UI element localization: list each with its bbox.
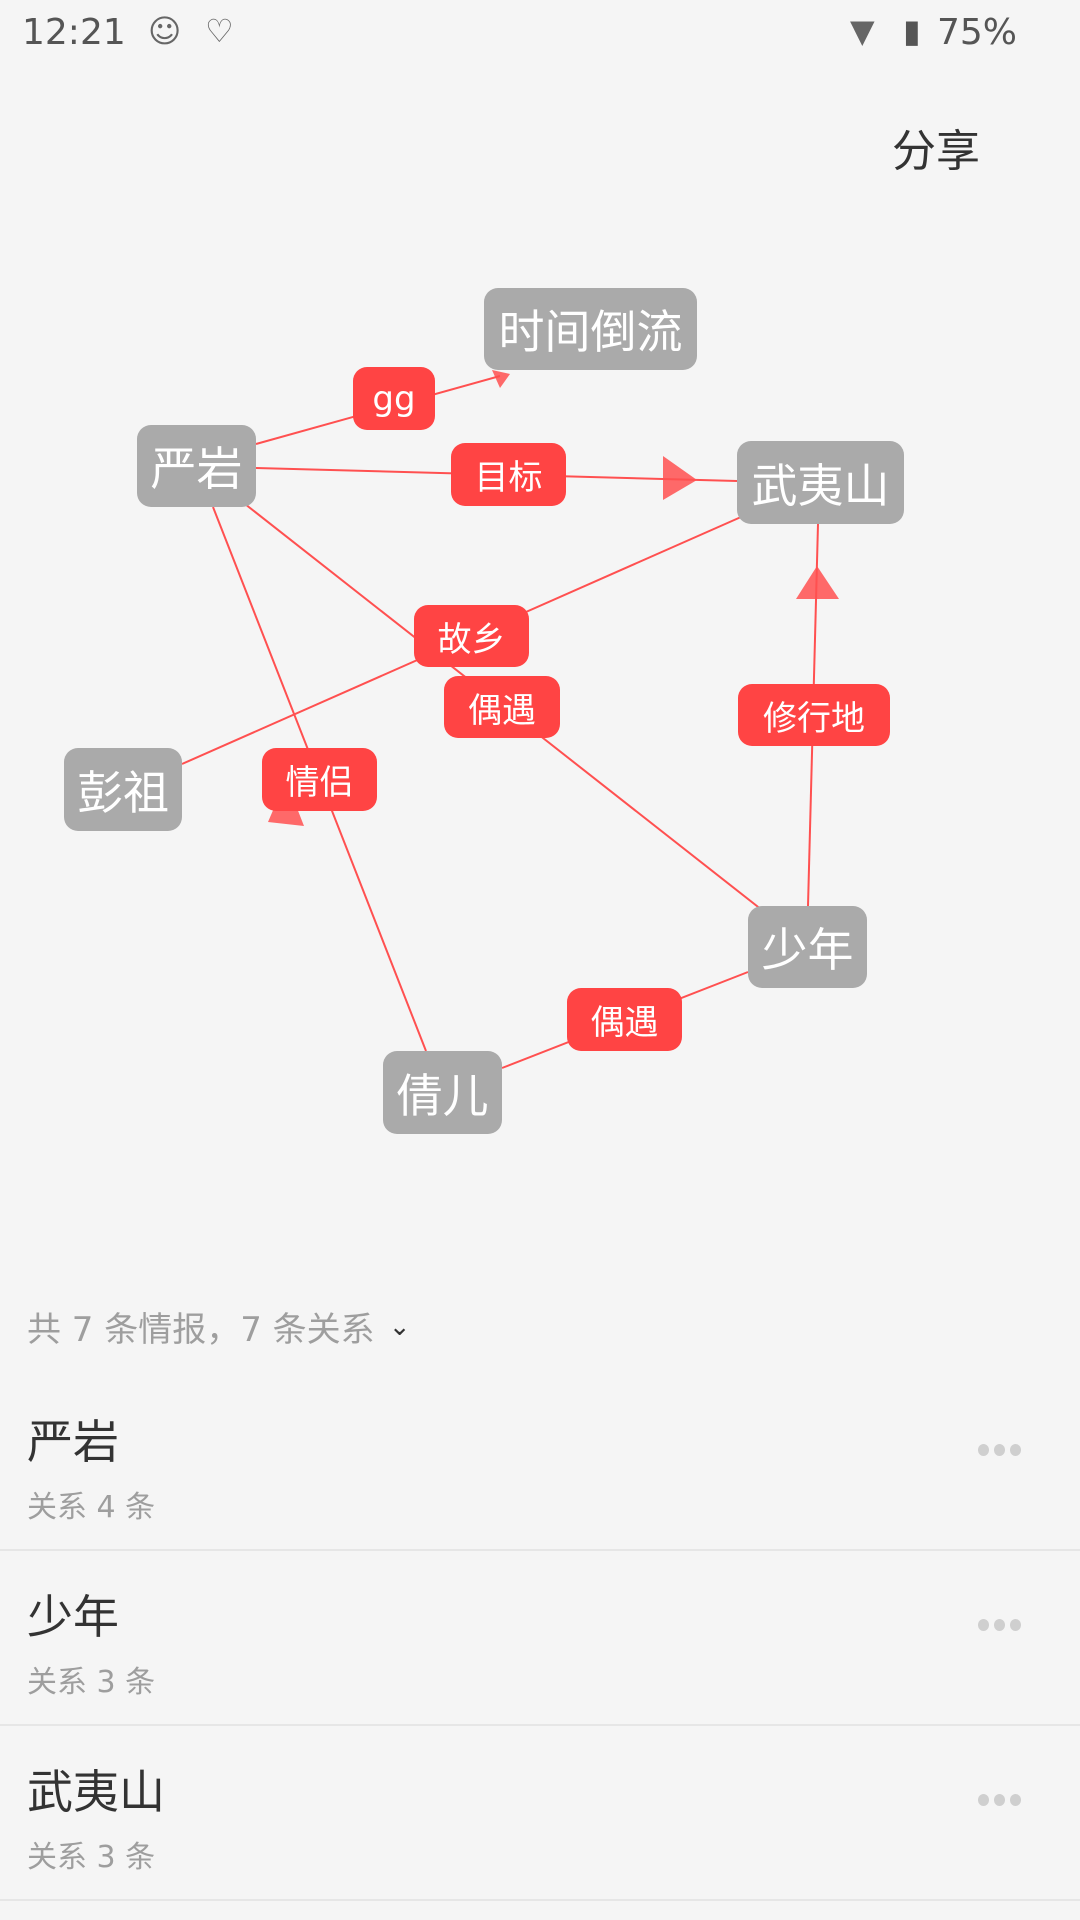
list-item[interactable]: 严岩 关系 4 条 (0, 1376, 1080, 1551)
arrow-icon (796, 566, 839, 599)
edge-label-ouyu[interactable]: 偶遇 (567, 988, 682, 1051)
graph-node-shaonian[interactable]: 少年 (748, 906, 867, 988)
share-button[interactable]: 分享 (892, 126, 980, 177)
more-icon[interactable] (978, 1794, 1021, 1806)
chevron-down-icon: ⌄ (388, 1311, 411, 1342)
edge-label-gg[interactable]: gg (353, 367, 435, 430)
edge-label-mubiao[interactable]: 目标 (451, 443, 566, 506)
item-subtitle: 关系 4 条 (27, 1490, 156, 1525)
summary-text: 共 7 条情报，7 条关系 (27, 1310, 375, 1350)
item-title: 少年 (27, 1590, 119, 1644)
arrow-icon (663, 456, 697, 500)
more-icon[interactable] (978, 1444, 1021, 1456)
list-item[interactable]: 少年 关系 3 条 (0, 1551, 1080, 1726)
relation-graph (181, 370, 839, 1069)
item-subtitle: 关系 3 条 (27, 1665, 156, 1700)
notification-icon: ♡ (205, 12, 234, 50)
list-item[interactable]: 武夷山 关系 3 条 (0, 1726, 1080, 1901)
graph-node-pengzu[interactable]: 彭祖 (64, 748, 182, 831)
edge-label-xiuxingdi[interactable]: 修行地 (738, 684, 890, 746)
battery-percent: 75% (937, 12, 1018, 53)
graph-node-shijian[interactable]: 时间倒流 (484, 288, 697, 370)
battery-charging-icon: ▮ (903, 12, 921, 50)
edge-label-guxiang[interactable]: 故乡 (414, 605, 529, 667)
edge-label-ouyu[interactable]: 偶遇 (444, 676, 560, 738)
item-subtitle: 关系 3 条 (27, 1840, 156, 1875)
item-title: 武夷山 (27, 1765, 165, 1819)
more-icon[interactable] (978, 1619, 1021, 1631)
status-bar: 12:21 ☺ ♡ ▼ ▮ 75% (0, 0, 1080, 66)
arrow-icon (492, 370, 510, 388)
android-robot-icon: ☺ (148, 12, 182, 50)
summary-toggle[interactable]: 共 7 条情报，7 条关系 ⌄ (27, 1302, 410, 1351)
item-title: 严岩 (27, 1415, 119, 1469)
wifi-icon: ▼ (850, 12, 875, 50)
edge-label-qinglv[interactable]: 情侣 (262, 748, 377, 811)
graph-node-wuyishan[interactable]: 武夷山 (737, 441, 904, 524)
status-time: 12:21 (22, 12, 126, 53)
graph-node-yanyan[interactable]: 严岩 (137, 425, 256, 507)
graph-node-qianer[interactable]: 倩儿 (383, 1051, 502, 1134)
